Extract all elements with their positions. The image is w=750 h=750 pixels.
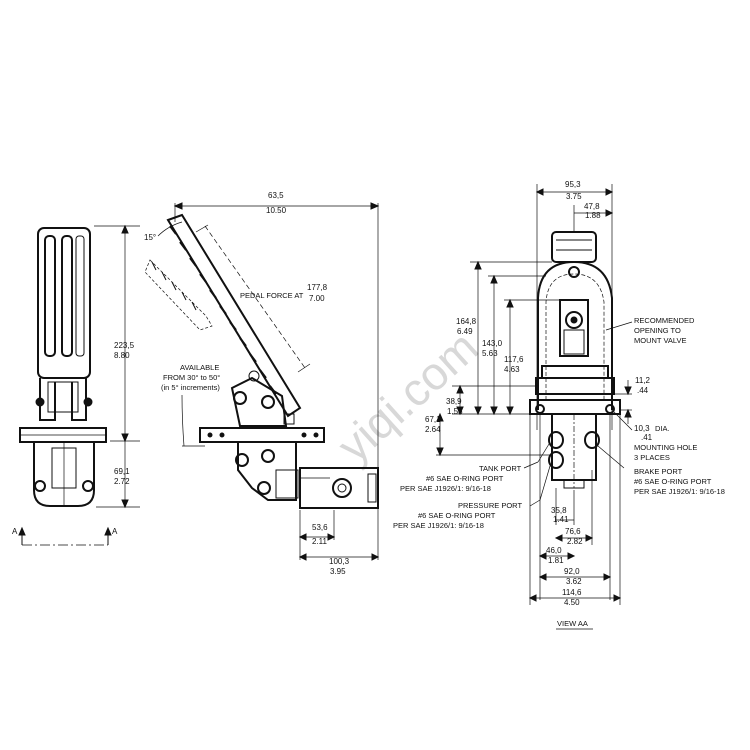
dim-114-in: 4.50: [564, 598, 580, 607]
dim-117-mm: 117,6: [504, 355, 524, 364]
dim-53-in: 2.11: [312, 537, 328, 546]
dim-53-mm: 53,6: [312, 523, 328, 532]
dim-47-in: 1.88: [585, 211, 601, 220]
angle-15: 15°: [144, 233, 156, 242]
recommended-line3: MOUNT VALVE: [634, 336, 687, 345]
pressure-port-line3: PER SAE J1926/1: 9/16-18: [393, 521, 484, 530]
dim-95-mm: 95,3: [565, 180, 581, 189]
pressure-port-line1: PRESSURE PORT: [458, 501, 522, 510]
available-line3: (in 5° increments): [161, 383, 220, 392]
front-pedal-pad: [37, 227, 91, 379]
recommended-line1: RECOMMENDED: [634, 316, 695, 325]
dim-92-mm: 92,0: [564, 567, 580, 576]
brake-port-line2: #6 SAE O-RING PORT: [634, 477, 712, 486]
section-marker-a-right: A: [112, 527, 118, 536]
dim-63-mm: 63,5: [268, 191, 284, 200]
dim-76-in: 2.82: [567, 537, 583, 546]
dim-100-mm: 100,3: [329, 557, 350, 566]
dim-11-mm: 11,2: [635, 376, 651, 385]
mounting-hole-line2: 3 PLACES: [634, 453, 670, 462]
dim-63-in: 10.50: [266, 206, 287, 215]
side-valve-body: [299, 467, 379, 509]
front-view: 223,5 8.80 69,1 2.72 A A: [12, 224, 140, 546]
dim-114-mm: 114,6: [562, 588, 582, 597]
dim-10-dia: DIA.: [655, 424, 670, 433]
dim-143-in: 5.63: [482, 349, 498, 358]
view-aa: 95,3 3.75 47,8 1.88: [393, 180, 725, 630]
dim-38-mm: 38,9: [446, 397, 462, 406]
dim-69-mm: 69,1: [114, 467, 130, 476]
pedal-force-label: PEDAL FORCE AT: [240, 291, 304, 300]
dim-47-mm: 47,8: [584, 202, 600, 211]
dim-10-mm: 10,3: [634, 424, 650, 433]
dim-46-mm: 46,0: [546, 546, 562, 555]
tank-port-line2: #6 SAE O-RING PORT: [426, 474, 504, 483]
pedal-force-in: 7.00: [309, 294, 325, 303]
brake-port-line3: PER SAE J1926/1: 9/16-18: [634, 487, 725, 496]
dim-164-in: 6.49: [457, 327, 473, 336]
dim-223-in: 8.80: [114, 351, 130, 360]
view-aa-label: VIEW AA: [557, 619, 588, 628]
side-pedal-arm: [166, 213, 302, 418]
dim-143-mm: 143,0: [482, 339, 503, 348]
pedal-force-mm: 177,8: [307, 283, 328, 292]
tank-port-line1: TANK PORT: [479, 464, 522, 473]
side-view: 63,5 10.50 15° PEDAL FORCE AT 177,8 7.00…: [144, 191, 380, 576]
dim-164-mm: 164,8: [456, 317, 477, 326]
aa-outer-frame: [537, 260, 613, 410]
dim-100-in: 3.95: [330, 567, 346, 576]
dim-35-mm: 35,8: [551, 506, 567, 515]
dim-95-in: 3.75: [566, 192, 582, 201]
watermark: yiqi.com: [327, 321, 487, 473]
dim-69-in: 2.72: [114, 477, 130, 486]
dim-38-in: 1.53: [447, 407, 463, 416]
mounting-hole-line1: MOUNTING HOLE: [634, 443, 697, 452]
dim-35-in: 1.41: [553, 515, 569, 524]
tank-port-line3: PER SAE J1926/1: 9/16-18: [400, 484, 491, 493]
brake-port-line1: BRAKE PORT: [634, 467, 683, 476]
dim-92-in: 3.62: [566, 577, 582, 586]
dim-46-in: 1.81: [548, 556, 564, 565]
available-line1: AVAILABLE: [180, 363, 219, 372]
pressure-port-line2: #6 SAE O-RING PORT: [418, 511, 496, 520]
dim-67-in: 2.64: [425, 425, 441, 434]
dim-76-mm: 76,6: [565, 527, 581, 536]
dim-117-in: 4.63: [504, 365, 520, 374]
recommended-line2: OPENING TO: [634, 326, 681, 335]
dim-223-mm: 223,5: [114, 341, 135, 350]
available-line2: FROM 30° to 50°: [163, 373, 220, 382]
dim-10-in: .41: [641, 433, 653, 442]
side-mounting-plate: [199, 427, 325, 443]
section-marker-a-left: A: [12, 527, 18, 536]
dim-11-in: .44: [637, 386, 649, 395]
dim-67-mm: 67,1: [425, 415, 441, 424]
